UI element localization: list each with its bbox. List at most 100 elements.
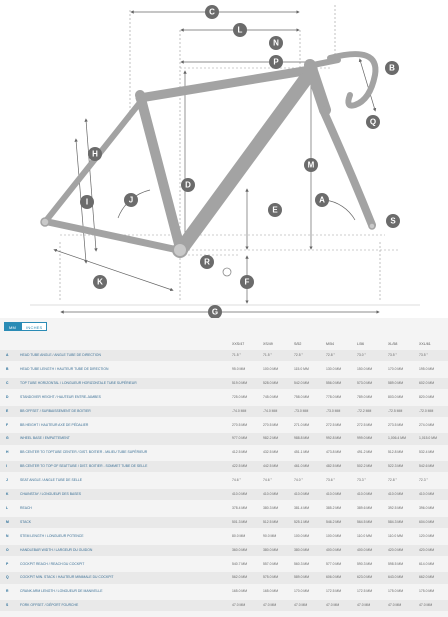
table-cell: 410.0 MM (294, 492, 310, 496)
table-cell: 130.0 MM (326, 366, 342, 371)
table-cell: 977.0 MM (232, 436, 248, 441)
svg-text:F: F (245, 278, 250, 287)
table-row: H BB CENTER TO TOPTUBE CENTER / DIST. BOI… (0, 447, 448, 458)
table-cell: 546.2 MM (326, 519, 342, 524)
table-cell: 562.0 MM (232, 575, 248, 580)
table-cell: 274.0 MM (419, 422, 435, 427)
svg-text:H: H (92, 150, 98, 159)
row-label: TOP TUBE HORIZONTAL / LONGUEUR HORIZONTA… (20, 380, 137, 385)
label-m: M (304, 158, 318, 172)
svg-text:I: I (86, 198, 88, 207)
size-header-cell: S/52 (294, 342, 302, 346)
guide-lines (59, 5, 400, 300)
table-cell: 74.6 ° (232, 478, 241, 483)
table-cell: 525.1 MM (294, 519, 310, 524)
row-letter: Q (6, 575, 9, 580)
table-cell: 380.0 MM (263, 547, 279, 552)
table-cell: 410.0 MM (232, 492, 248, 496)
table-cell: 72.3 ° (419, 478, 428, 483)
label-g: G (208, 305, 222, 319)
table-cell: -74.0 MM (232, 408, 247, 413)
svg-text:J: J (129, 196, 133, 205)
table-cell: -74.0 MM (263, 408, 278, 413)
table-cell: 540.7 MM (232, 561, 248, 566)
row-label: STACK (20, 519, 32, 524)
table-cell: 992.8 MM (326, 436, 342, 441)
table-cell: 72.8 ° (388, 478, 397, 483)
table-cell: 662.0 MM (419, 575, 435, 580)
row-letter: P (6, 561, 9, 566)
table-cell: 1,006.4 MM (388, 436, 406, 441)
unit-toggle: MM INCHES (4, 322, 48, 331)
row-letter: K (6, 492, 9, 496)
table-cell: 758.0 MM (294, 394, 310, 399)
table-cell: 522.3 MM (388, 464, 404, 469)
table-cell: 100.0 MM (294, 533, 310, 538)
front-dropout (368, 222, 376, 230)
table-cell: 532.4 MM (419, 450, 435, 455)
row-letter: H (6, 450, 9, 455)
table-cell: 420.0 MM (388, 547, 404, 552)
table-cell: 501.3 MM (232, 519, 248, 524)
label-s: S (386, 214, 400, 228)
svg-text:D: D (185, 181, 191, 190)
bottom-bracket (172, 242, 188, 258)
row-label: BB CENTER TO TOP OF SEATTUBE / DIST. BOI… (20, 464, 148, 469)
row-label: STANDOVER HEIGHT / HAUTEUR ENTRE-JAMBES (20, 394, 101, 399)
svg-text:M: M (308, 161, 315, 170)
row-label: BB HEIGHT / HAUTEUR AXE DE PÉDALIER (20, 422, 89, 427)
bike-geometry-diagram: A B C D E F G H I J K L M N P Q R S (30, 5, 420, 319)
label-n: N (269, 36, 283, 50)
table-cell: 115.0 MM (294, 366, 309, 371)
table-cell: 542.6 MM (419, 464, 435, 469)
row-letter: I (6, 464, 7, 469)
table-cell: 412.5 MM (232, 450, 248, 455)
table-cell: 165.0 MM (232, 589, 248, 594)
table-cell: 564.5 MM (357, 519, 373, 524)
table-cell: 589.0 MM (388, 380, 404, 385)
table-cell: 172.5 MM (326, 589, 342, 594)
table-cell: 614.0 MM (419, 561, 435, 566)
row-label: COCKPIT MIN. STACK / HAUTEUR MINIMALE DU… (20, 575, 114, 580)
table-cell: 80.0 MM (232, 533, 246, 538)
table-cell: -73.0 MM (326, 408, 341, 413)
row-letter: R (6, 589, 9, 594)
dimension-labels: A B C D E F G H I J K L M N P Q R S (80, 5, 400, 319)
table-cell: 47.0 MM (357, 603, 371, 608)
row-label: CHAINSTAY / LONGUEUR DES BASES (20, 492, 82, 496)
row-label: HEAD TUBE LENGTH / HAUTEUR TUBE DE DIREC… (20, 366, 109, 371)
table-cell: 100.0 MM (326, 533, 342, 538)
row-label: BB CENTER TO TOPTUBE CENTER / DIST. BOIT… (20, 450, 148, 455)
table-cell: 623.0 MM (357, 575, 373, 580)
table-cell: 74.6 ° (263, 478, 272, 483)
label-d: D (181, 178, 195, 192)
unit-tab-inches[interactable]: INCHES (21, 322, 48, 331)
table-cell: 150.0 MM (357, 366, 373, 371)
table-cell: 557.0 MM (263, 561, 279, 566)
table-cell: 270.5 MM (263, 422, 279, 427)
table-cell: 512.5 MM (263, 519, 279, 524)
table-cell: 988.8 MM (294, 436, 310, 441)
unit-tab-mm[interactable]: MM (4, 322, 22, 331)
table-cell: 385.2 MM (326, 505, 342, 510)
table-cell: 422.5 MM (232, 464, 248, 469)
table-cell: 473.8 MM (326, 450, 342, 455)
table-cell: 560.3 MM (294, 561, 310, 566)
row-label: STEM LENGTH / LONGUEUR POTENCE (20, 533, 84, 538)
table-cell: 410.0 MM (357, 492, 373, 496)
row-label: SEAT ANGLE / ANGLE TUBE DE SELLE (20, 478, 82, 483)
table-cell: 589.0 MM (294, 575, 310, 580)
table-cell: 389.6 MM (357, 505, 373, 510)
table-cell: 575.0 MM (263, 575, 279, 580)
bike-frame (42, 51, 379, 255)
table-cell: 519.0 MM (232, 380, 248, 385)
table-cell: 73.6 ° (326, 478, 335, 483)
size-header-cell: L/56 (357, 342, 364, 346)
svg-text:G: G (212, 308, 218, 317)
table-cell: 71.5 ° (232, 353, 241, 357)
